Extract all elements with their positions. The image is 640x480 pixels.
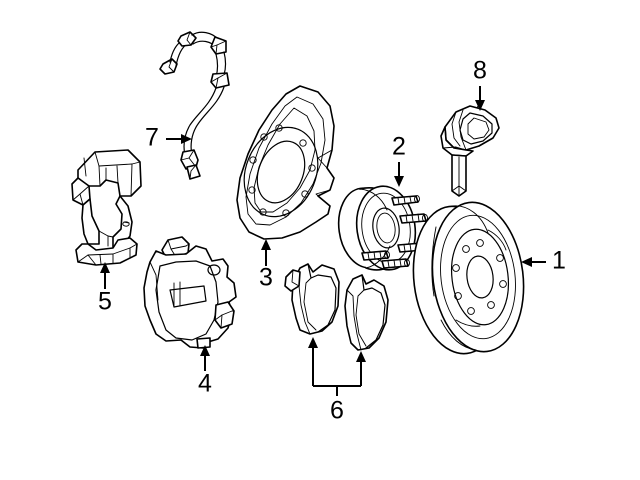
leader-8 xyxy=(475,86,485,111)
callout-label-6: 6 xyxy=(330,397,344,425)
leader-7 xyxy=(166,134,192,144)
leader-2 xyxy=(394,162,404,187)
callout-labels: 1 2 3 4 5 6 7 8 xyxy=(98,57,566,425)
leader-5 xyxy=(100,262,110,289)
part-wheel-hub-bearing[interactable] xyxy=(334,182,428,273)
part-brake-pad-set[interactable] xyxy=(284,263,389,351)
part-brake-rotor-disc[interactable] xyxy=(405,197,531,359)
callout-label-5: 5 xyxy=(98,288,112,316)
part-brake-hydraulic-hose[interactable] xyxy=(159,31,230,180)
callout-label-2: 2 xyxy=(392,133,406,161)
part-brake-splash-shield[interactable] xyxy=(231,85,335,240)
leader-3 xyxy=(261,239,271,266)
callout-label-8: 8 xyxy=(473,57,487,85)
callout-label-7: 7 xyxy=(145,124,159,152)
callout-leaders xyxy=(100,86,546,396)
leader-6 xyxy=(308,337,366,396)
part-caliper-mounting-bracket[interactable] xyxy=(71,149,142,266)
callout-label-1: 1 xyxy=(552,247,566,275)
part-brake-caliper[interactable] xyxy=(143,236,237,349)
leader-4 xyxy=(200,345,210,371)
callout-label-3: 3 xyxy=(259,264,273,292)
part-abs-wheel-speed-sensor[interactable] xyxy=(440,101,500,197)
leader-1 xyxy=(521,257,546,267)
callout-label-4: 4 xyxy=(198,370,212,398)
